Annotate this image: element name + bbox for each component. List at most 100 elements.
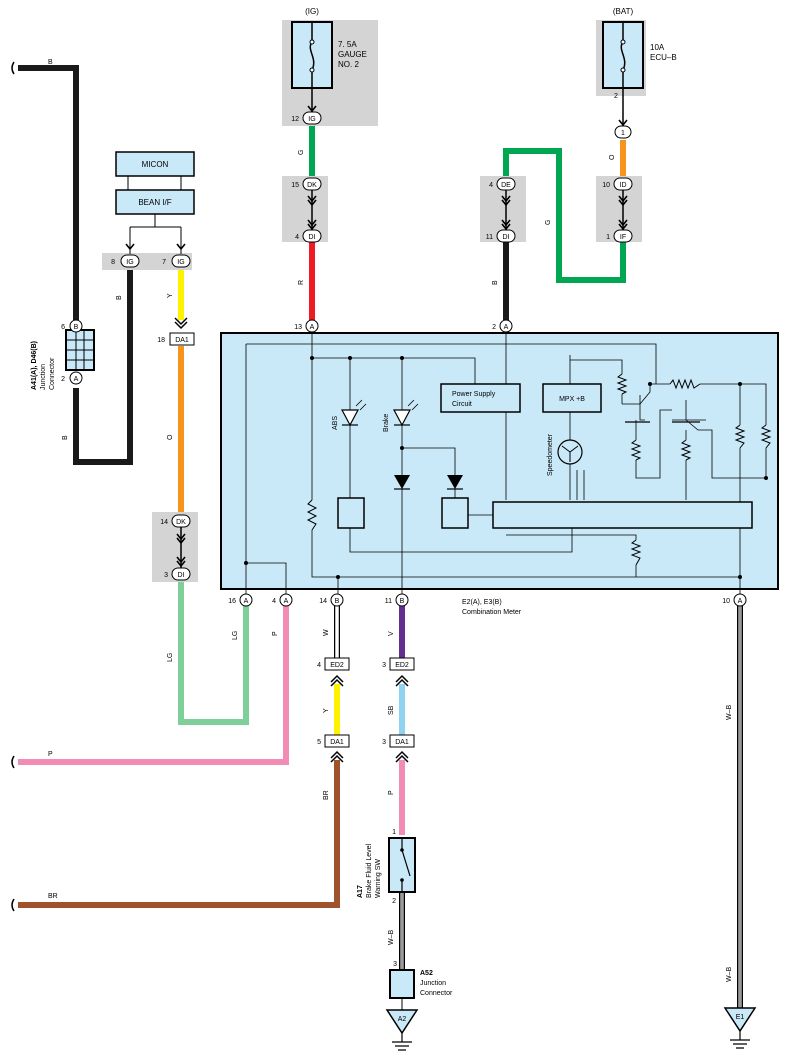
- mpx-label: MPX +B: [559, 396, 585, 403]
- a52-name-1: Junction: [420, 980, 446, 987]
- wire-label-g-ig: G: [298, 150, 305, 155]
- brake-fluid-switch: [388, 837, 416, 893]
- conn-ig-8: [120, 254, 140, 268]
- conn-da1-18: [169, 317, 195, 346]
- meter-internal-circuit: [245, 332, 767, 596]
- conn-bat-1: [614, 125, 632, 139]
- abs-led: [341, 399, 367, 427]
- conn-da1-18-pin: 18: [157, 337, 165, 344]
- conn-di-bat-id: DI: [503, 234, 510, 241]
- micon-block: [115, 151, 195, 177]
- conn-di-low-pin: 3: [164, 572, 168, 579]
- sw-pin-2: 2: [392, 898, 396, 905]
- sw-name-2: Warning SW: [375, 859, 382, 898]
- wire-g-bat: [503, 148, 626, 283]
- wire-label-b-bat: B: [492, 280, 499, 285]
- conn-dk-low-pin: 14: [160, 519, 168, 526]
- wire-label-lg2: LG: [232, 631, 239, 640]
- conn-di-ig-pin: 4: [295, 234, 299, 241]
- ground-a2-label: A2: [398, 1016, 407, 1023]
- bean-block: [115, 189, 195, 215]
- conn-dk-ig-id: DK: [307, 182, 317, 189]
- conn-if-pin: 1: [606, 234, 610, 241]
- wire-end-br: [11, 898, 15, 912]
- wire-label-g-bat: G: [545, 220, 552, 225]
- meter-small-block-1: [337, 497, 365, 529]
- conn-da1-y-pin: 5: [317, 739, 321, 746]
- fuse-ig-name-1: GAUGE: [338, 50, 367, 59]
- wire-label-sb: SB: [388, 705, 395, 715]
- meter-pin-a4: [279, 593, 293, 607]
- conn-dk-di-ig: [302, 177, 322, 243]
- meter-pin-b11-id: B: [400, 598, 405, 605]
- wire-label-b-left: B: [62, 435, 69, 440]
- conn-ig-12: [302, 111, 322, 125]
- wire-label-wb-right2: W–B: [726, 967, 733, 983]
- conn-ed2-w-pin: 4: [317, 662, 321, 669]
- conn-de-di-bat: [496, 177, 516, 243]
- a52-junction-connector: [389, 969, 415, 999]
- meter-pin-a16-num: 16: [228, 598, 236, 605]
- meter-pin-a16: [239, 593, 253, 607]
- wire-label-o-bat: O: [609, 154, 616, 160]
- conn-dk-low-id: DK: [176, 519, 186, 526]
- meter-pin-a10-num: 10: [722, 598, 730, 605]
- conn-da1-18-id: DA1: [175, 337, 189, 344]
- brake-label: Brake: [383, 414, 390, 432]
- fuse-bat-supply: (BAT): [613, 7, 634, 16]
- mpx-block: [542, 383, 602, 413]
- conn-if-id: IF: [620, 234, 626, 241]
- conn-de-id: DE: [501, 182, 511, 189]
- conn-di-low-id: DI: [178, 572, 185, 579]
- meter-code: E2(A), E3(B): [462, 599, 502, 606]
- wire-label-br-bottom: BR: [48, 893, 58, 900]
- conn-ig-12-id: IG: [308, 116, 315, 123]
- wire-label-p3: P: [388, 790, 395, 795]
- a52-pin: 3: [393, 961, 397, 968]
- wire-label-v: V: [388, 631, 395, 636]
- diode-2: [447, 475, 463, 490]
- jc-b-pin: 6: [61, 324, 65, 331]
- meter-junction-dots: [244, 356, 768, 579]
- jc-b-id: B: [74, 324, 79, 331]
- fuse-ig-rating: 7. 5A: [338, 40, 357, 49]
- meter-pin-a13-num: 13: [294, 324, 302, 331]
- wire-label-w: W: [323, 629, 330, 636]
- conn-ig-7-pin: 7: [162, 259, 166, 266]
- conn-da1-sb-pin: 3: [382, 739, 386, 746]
- wire-b-left: [18, 65, 79, 320]
- micon-bean-link: [127, 176, 182, 190]
- speedometer-gauge: [557, 439, 583, 465]
- meter-processor-block: [492, 501, 753, 529]
- sw-pin-1: 1: [392, 829, 396, 836]
- meter-pin-a10: [733, 593, 747, 607]
- conn-da1-sb-id: DA1: [395, 739, 409, 746]
- wire-label-p: P: [272, 631, 279, 636]
- wire-label-wb-right: W–B: [726, 705, 733, 721]
- combination-meter: [220, 332, 779, 590]
- conn-ed2-v-id: ED2: [395, 662, 409, 669]
- jc-name-1: Junction: [40, 364, 47, 390]
- ground-e1-label: E1: [736, 1014, 745, 1021]
- meter-pin-a16-id: A: [244, 598, 249, 605]
- conn-ed2-v-pin: 3: [382, 662, 386, 669]
- conn-de-pin: 4: [489, 182, 493, 189]
- wire-label-br: BR: [323, 790, 330, 800]
- conn-id-pin: 10: [602, 182, 610, 189]
- ground-a2: [385, 1009, 419, 1051]
- power-supply-label-1: Power Supply: [452, 391, 496, 398]
- wire-label-b-top: B: [48, 59, 53, 66]
- wire-label-y: Y: [167, 293, 174, 298]
- conn-ig-12-pin: 12: [291, 116, 299, 123]
- conn-dk-di-low: [171, 514, 191, 581]
- jc-name-2: Connector: [49, 357, 56, 390]
- meter-pin-a4-id: A: [284, 598, 289, 605]
- conn-di-bat-pin: 11: [486, 234, 493, 241]
- fuse-ig: [291, 21, 333, 112]
- wire-label-r: R: [298, 280, 305, 285]
- sw-code: A17: [357, 885, 364, 898]
- junction-connector-a41: [65, 319, 95, 385]
- fuse-bat-out-pin: 2: [614, 93, 618, 100]
- jc-code: A41(A), D46(B): [31, 341, 38, 390]
